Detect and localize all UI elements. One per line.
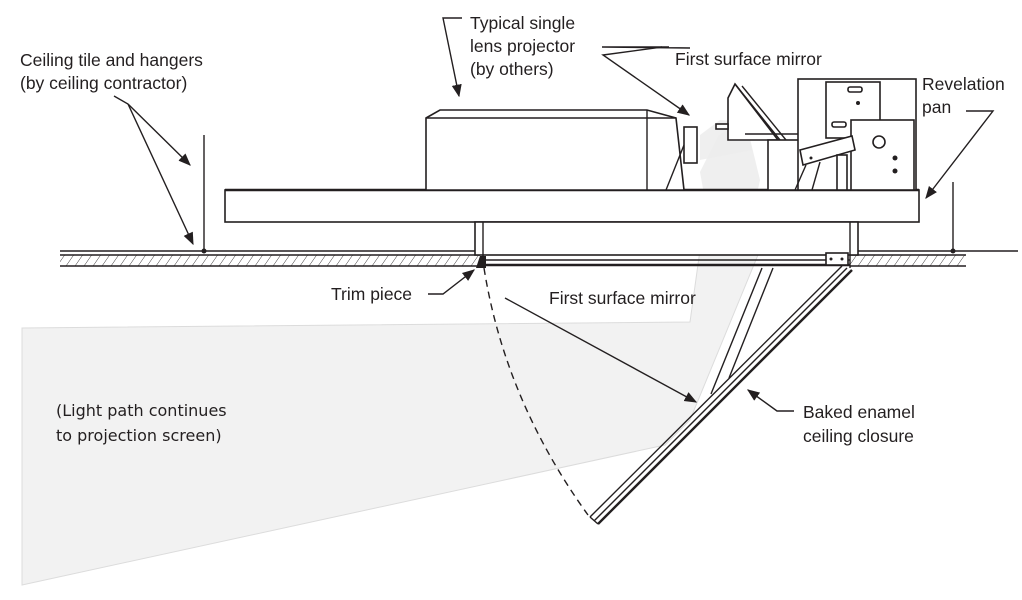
mirror-mechanism <box>794 78 917 191</box>
light-path-beam <box>21 249 761 586</box>
label-lower-mirror: First surface mirror <box>549 288 696 308</box>
leader-trim-piece <box>428 269 475 295</box>
ceiling-tile-right <box>850 250 1018 267</box>
revelation-pan <box>224 189 920 223</box>
ceiling-closure-mirror <box>589 252 853 525</box>
label-ceiling-tile: Ceiling tile and hangers (by ceiling con… <box>20 50 208 93</box>
leader-upper-mirror <box>601 46 691 49</box>
leader-lower-mirror <box>504 297 698 403</box>
label-closure: Baked enamel ceiling closure <box>803 402 920 446</box>
closure-swing-arc <box>483 267 589 516</box>
leader-projector <box>442 17 462 98</box>
pan-lower-housing <box>474 221 859 268</box>
leader-revelation-pan <box>925 110 995 199</box>
hanger-right <box>950 182 956 254</box>
label-revelation-pan: Revelation pan <box>922 74 1010 117</box>
projector-lens <box>683 126 698 164</box>
label-projector: Typical single lens projector (by others… <box>470 13 580 79</box>
label-upper-mirror: First surface mirror <box>675 49 822 69</box>
leader-upper-mirror-line <box>601 46 691 116</box>
projector <box>425 109 698 191</box>
label-light-path-note: (Light path continues to projection scre… <box>56 401 232 445</box>
leader-closure <box>746 389 794 412</box>
mirror-support-strut <box>710 267 774 395</box>
label-trim-piece: Trim piece <box>331 284 412 304</box>
hanger-left <box>201 135 207 254</box>
leader-ceiling-tile <box>113 95 194 246</box>
trim-piece <box>476 256 486 268</box>
ceiling-tile-left <box>60 250 480 267</box>
upper-mirror-assembly <box>715 82 820 191</box>
